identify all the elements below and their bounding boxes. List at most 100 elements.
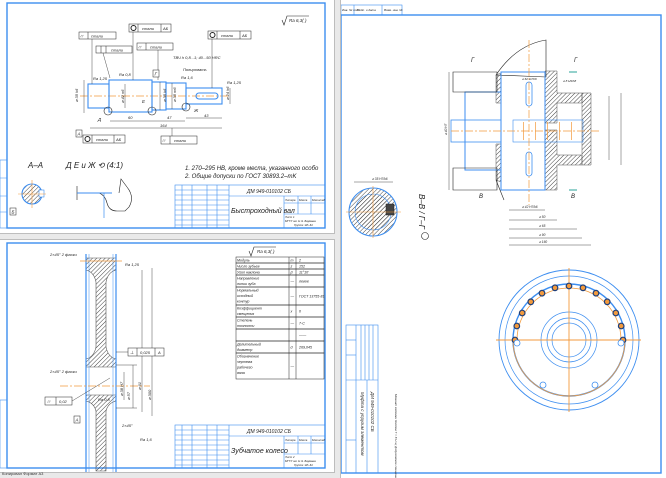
param-name: диаметр xyxy=(237,348,252,352)
param-name: Коэффициент xyxy=(237,307,262,311)
svg-text:Б: Б xyxy=(12,210,15,215)
svg-text:⌀ 61: ⌀ 61 xyxy=(137,382,142,390)
note-line-2: 2. Общие допуски по ГОСТ 30893.2–mK xyxy=(184,174,297,180)
svg-text:АБ: АБ xyxy=(241,33,248,38)
param-symbol: — xyxy=(290,295,295,299)
shaft-body xyxy=(87,79,223,113)
dim-l4: 43 xyxy=(204,113,209,118)
param-name: чертежа xyxy=(237,360,252,364)
param-name: Число зубьев xyxy=(237,265,260,269)
svg-text:⌀ 57: ⌀ 57 xyxy=(126,391,131,400)
svg-text:В: В xyxy=(571,194,575,200)
detail-circle-zh xyxy=(181,102,191,112)
svg-text:Г: Г xyxy=(574,58,578,64)
roughness-mark: Ra 1,6 xyxy=(140,437,153,442)
bolt-hole xyxy=(591,381,599,389)
param-name: линии зуба xyxy=(236,282,255,286)
svg-text:⌭: ⌭ xyxy=(80,34,84,39)
roughness-general-mark: Ra 6,3( ) xyxy=(281,15,309,26)
svg-text:⌀ 40 H7: ⌀ 40 H7 xyxy=(444,123,448,135)
gear-cross-section xyxy=(85,254,117,472)
svg-text:стали: стали xyxy=(111,48,124,53)
dim-l2: 47 xyxy=(167,115,172,120)
pin xyxy=(551,284,559,292)
dim-d1: ⌀ 35 k6 xyxy=(74,88,79,102)
pin xyxy=(579,284,587,292)
pin xyxy=(565,282,573,290)
shaft-drawing-canvas: Ra 6,3( ) ⌀ 35 k6 ⌀ 42 n6 ⌀ 35 k6 ⌀ 35 m… xyxy=(0,2,326,229)
dim-l3: 164 xyxy=(160,123,167,128)
dim-d4: ⌀ 35 m6 xyxy=(172,87,177,102)
bolt-hole xyxy=(513,339,521,347)
tolerance-frame: ⌭ стали xyxy=(160,128,198,145)
pin xyxy=(603,298,611,306)
sheet-gear-drawing[interactable]: 2×45° 2 фаски 2×45° 2 фаски 2×45° ⌀ 38 H… xyxy=(0,240,334,472)
param-name: Делительный xyxy=(236,343,261,347)
param-value: 152 xyxy=(299,265,305,269)
svg-text:А: А xyxy=(77,132,81,137)
svg-text:АБ: АБ xyxy=(115,137,122,142)
param-symbol: — xyxy=(290,322,295,326)
hardness-note: ТВЧ h 0,8...1; 40...50 HRC xyxy=(173,55,221,60)
svg-text:⌀ 38 H7: ⌀ 38 H7 xyxy=(119,381,124,396)
footer-note: Копировал Формат А3 xyxy=(2,471,44,476)
drawing-frame xyxy=(6,242,326,469)
svg-text:2×45°: 2×45° xyxy=(121,423,133,428)
svg-text:Взам. инв. №: Взам. инв. № xyxy=(384,8,403,12)
rotate-icon xyxy=(421,232,429,240)
coupling-section-view xyxy=(450,39,592,201)
param-value: —— xyxy=(298,334,307,338)
param-name: вала xyxy=(237,371,245,375)
pin xyxy=(612,309,620,317)
svg-text:стали: стали xyxy=(91,34,104,39)
param-value: левое xyxy=(298,280,309,284)
svg-text:Ra 6,3( ): Ra 6,3( ) xyxy=(289,18,307,23)
svg-text:Д: Д xyxy=(97,117,102,122)
datum-a-box xyxy=(73,415,81,424)
svg-text:Лист 1: Лист 1 xyxy=(284,215,295,219)
svg-text:⌀ 42 H7/k6: ⌀ 42 H7/k6 xyxy=(522,205,538,209)
param-name: рабочего xyxy=(236,366,252,370)
param-value: 7-С xyxy=(299,322,305,326)
detail-circle-d xyxy=(103,106,113,116)
svg-text:⌭: ⌭ xyxy=(138,45,142,50)
svg-text:стали: стали xyxy=(174,138,187,143)
param-name: исходный xyxy=(237,294,253,298)
param-name: Обозначение xyxy=(237,355,259,359)
svg-text:Литера: Литера xyxy=(284,438,296,442)
param-value: 269,045 xyxy=(298,346,312,350)
bolt-hole xyxy=(617,339,625,347)
assembly-drawing-canvas: Инв. № подл. Подп. и дата Взам. инв. № Г… xyxy=(341,4,662,478)
sheet-shaft-drawing[interactable]: Ra 6,3( ) ⌀ 35 k6 ⌀ 42 n6 ⌀ 35 k6 ⌀ 35 m… xyxy=(0,0,334,233)
detail-circle-e xyxy=(147,106,157,116)
tolerance-frame: стали АБ xyxy=(82,134,126,144)
gear-drawing-canvas: 2×45° 2 фаски 2×45° 2 фаски 2×45° ⌀ 38 H… xyxy=(0,242,326,472)
svg-text:Группа: ЭЛ–61: Группа: ЭЛ–61 xyxy=(294,223,313,227)
table-row: —— xyxy=(235,328,325,342)
roughness-mark: Ra 1,6 xyxy=(181,75,194,80)
svg-text:⌀ 90: ⌀ 90 xyxy=(539,233,546,237)
polish-note: Полировать xyxy=(183,67,207,72)
datum-a-box xyxy=(75,129,83,138)
datum-g-box xyxy=(152,69,160,78)
section-bb-gg-view xyxy=(346,181,401,238)
svg-text:⌀ 62 H7/k6: ⌀ 62 H7/k6 xyxy=(522,77,537,81)
tolerance-frame: стали xyxy=(95,45,133,79)
param-name: Модуль xyxy=(237,259,250,263)
svg-text:стали: стали xyxy=(142,26,155,31)
sheet-assembly-drawing[interactable]: Инв. № подл. Подп. и дата Взам. инв. № Г… xyxy=(341,0,666,478)
param-name: Нормальный xyxy=(237,289,259,293)
param-value: 2 xyxy=(298,259,301,263)
svg-text:Масса: Масса xyxy=(299,438,308,442)
svg-text:Г: Г xyxy=(471,58,475,64)
svg-text:В: В xyxy=(479,194,483,200)
svg-text:⌀ 8 H9/h8: ⌀ 8 H9/h8 xyxy=(563,79,576,83)
roughness-mark: Ra 1,25 xyxy=(227,80,242,85)
param-value: 11°10' xyxy=(299,271,309,275)
detail-view-label: Д Е и Ж ⟲ (4:1) xyxy=(65,161,123,170)
svg-text:⌭: ⌭ xyxy=(47,399,51,404)
assembly-title: Муфта с упругим элементом xyxy=(360,392,365,456)
section-label-bb: В–В / Г–Г xyxy=(417,194,426,230)
